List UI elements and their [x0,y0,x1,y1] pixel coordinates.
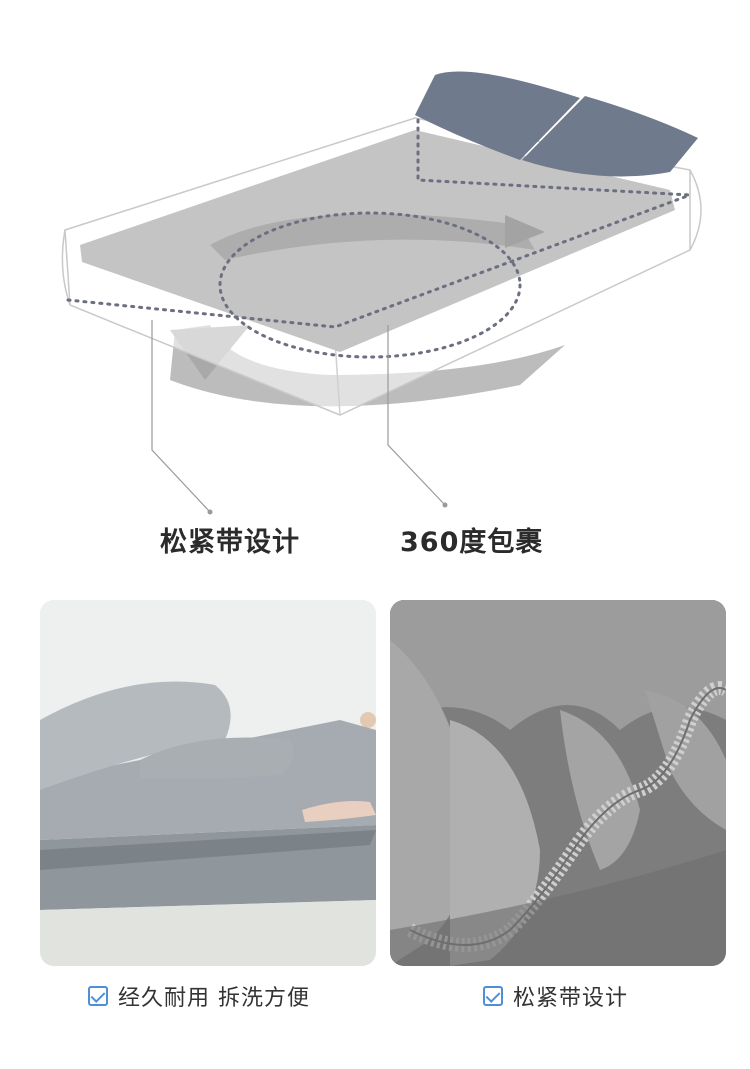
bed-diagram [61,71,702,515]
checkbox-icon [88,986,108,1006]
feature-durable-washable: 经久耐用 拆洗方便 [88,980,310,1012]
caption-elastic-design: 松紧带设计 [160,527,300,558]
bed-diagram-illustration [61,71,702,515]
feature-elastic-design: 松紧带设计 [483,980,628,1012]
photo-elastic-edge [390,600,726,966]
checkbox-icon [483,986,503,1006]
photo-elastic-illustration [390,600,726,966]
caption-360-wrap: 360度包裹 [400,527,544,558]
feature-durable-text: 经久耐用 拆洗方便 [118,986,310,1011]
feature-elastic-text: 松紧带设计 [513,986,629,1011]
photo-bed-illustration [40,600,376,966]
photo-fitted-sheet-bed [40,600,376,966]
